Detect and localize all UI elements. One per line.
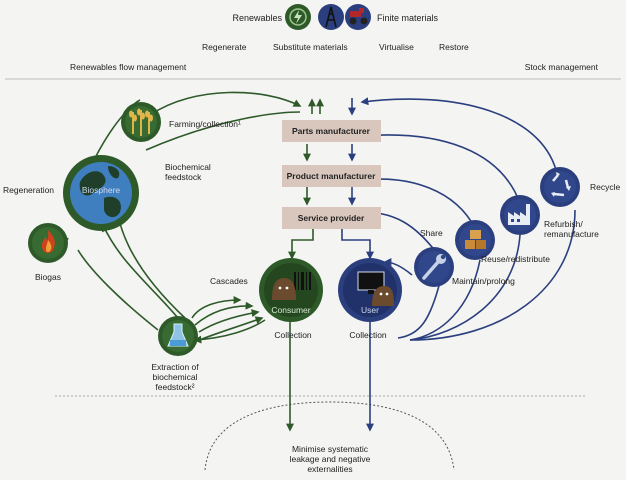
reuse-label: Reuse/redistribute bbox=[481, 254, 550, 264]
biogas-label: Biogas bbox=[35, 272, 61, 282]
extraction-line3: feedstock² bbox=[155, 382, 194, 392]
globe-icon bbox=[63, 155, 139, 231]
technical-flows bbox=[341, 97, 576, 432]
lightning-icon bbox=[285, 4, 311, 30]
substitute-materials-label: Substitute materials bbox=[273, 42, 348, 52]
parts-manufacturer-box: Parts manufacturer bbox=[282, 120, 381, 142]
consumer-collection-label: Collection bbox=[274, 330, 312, 340]
user-label: User bbox=[361, 305, 379, 315]
leakage-line2: leakage and negative bbox=[290, 454, 371, 464]
computer-user-icon bbox=[338, 258, 402, 322]
regeneration-label: Regeneration bbox=[3, 185, 54, 195]
leakage-arc bbox=[204, 401, 455, 471]
stock-management-label: Stock management bbox=[525, 62, 599, 72]
consumer-icon bbox=[259, 258, 323, 322]
recycle-icon bbox=[540, 167, 580, 207]
wrench-icon bbox=[414, 247, 454, 287]
recycle-label: Recycle bbox=[590, 182, 621, 192]
renewables-flow-label: Renewables flow management bbox=[70, 62, 187, 72]
service-provider-box: Service provider bbox=[282, 207, 381, 229]
flame-icon bbox=[28, 223, 68, 263]
flask-icon bbox=[158, 316, 198, 356]
product-manufacturer-label: Product manufacturer bbox=[287, 171, 376, 181]
finite-materials-label: Finite materials bbox=[377, 13, 439, 23]
maintain-label: Maintain/prolong bbox=[452, 276, 515, 286]
biosphere-label: Biosphere bbox=[82, 185, 121, 195]
renewables-label: Renewables bbox=[232, 13, 282, 23]
cascades-label: Cascades bbox=[210, 276, 248, 286]
oil-rig-icon bbox=[318, 4, 344, 30]
leakage-line1: Minimise systematic bbox=[292, 444, 369, 454]
consumer-label: Consumer bbox=[271, 305, 310, 315]
refurbish-line1: Refurbish/ bbox=[544, 219, 583, 229]
biochemical-feedstock-line1: Biochemical bbox=[165, 162, 211, 172]
tractor-icon bbox=[345, 4, 371, 30]
extraction-line2: biochemical bbox=[153, 372, 198, 382]
boxes-icon bbox=[455, 220, 495, 260]
virtualise-label: Virtualise bbox=[379, 42, 414, 52]
share-label: Share bbox=[420, 228, 443, 238]
leakage-line3: externalities bbox=[307, 464, 352, 474]
biological-flows bbox=[50, 91, 324, 432]
biochemical-feedstock-line2: feedstock bbox=[165, 172, 202, 182]
wheat-icon bbox=[121, 102, 161, 142]
service-provider-label: Service provider bbox=[298, 213, 365, 223]
user-collection-label: Collection bbox=[349, 330, 387, 340]
restore-label: Restore bbox=[439, 42, 469, 52]
regenerate-label: Regenerate bbox=[202, 42, 247, 52]
extraction-line1: Extraction of bbox=[151, 362, 199, 372]
product-manufacturer-box: Product manufacturer bbox=[282, 165, 381, 187]
factory-icon bbox=[500, 195, 540, 235]
refurbish-line2: remanufacture bbox=[544, 229, 599, 239]
parts-manufacturer-label: Parts manufacturer bbox=[292, 126, 371, 136]
farming-label: Farming/collection¹ bbox=[169, 119, 241, 129]
